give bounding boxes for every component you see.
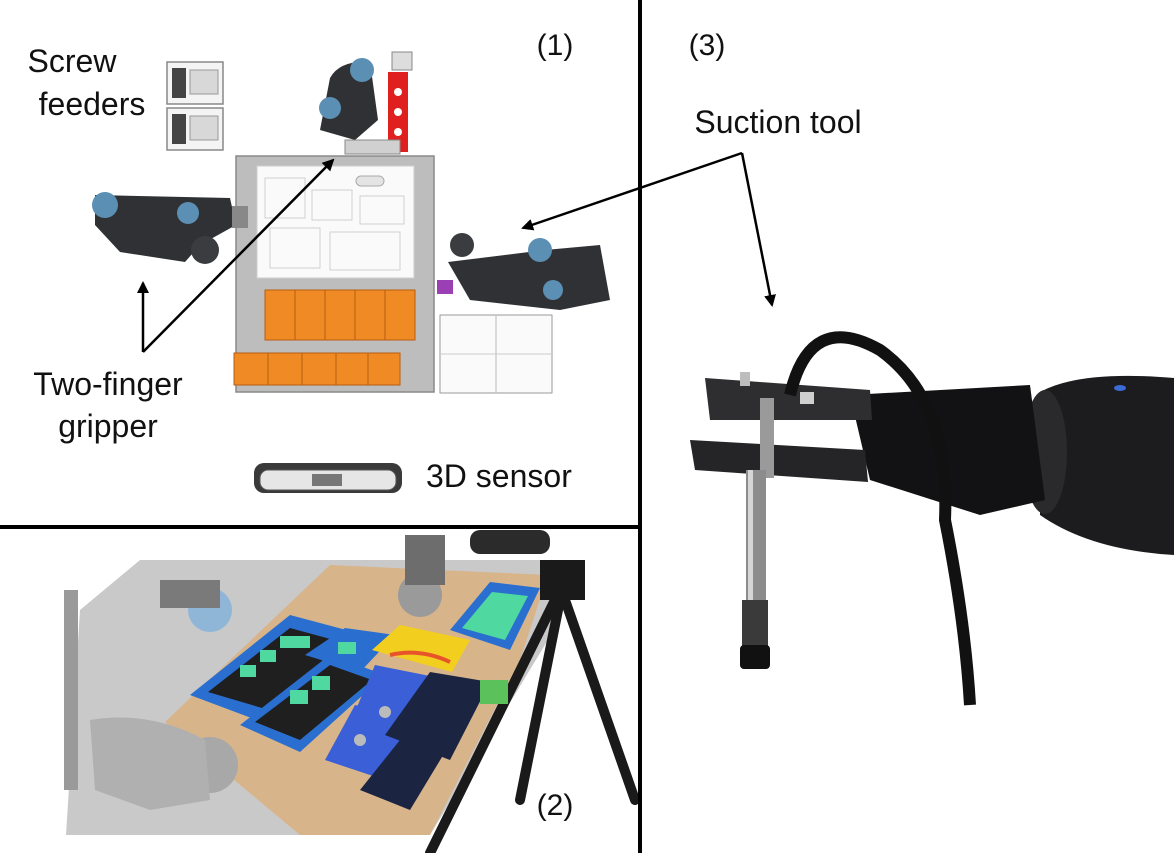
panel-photo: (2) (64, 530, 640, 858)
suction-tool-marker (437, 280, 453, 294)
label-two-finger-line1: Two-finger (33, 366, 183, 402)
panel-tag-3: (3) (689, 29, 726, 62)
photo-robot-arms (64, 535, 445, 810)
robot-wrist (1023, 375, 1174, 555)
feeder-rack (388, 51, 413, 152)
panel-tag-1: (1) (537, 29, 574, 62)
vacuum-hose (784, 331, 976, 706)
dark-parts-trays (360, 672, 490, 810)
label-suction-tool: Suction tool (694, 104, 861, 140)
robot-arm-top (319, 58, 401, 155)
tray-blue-1 (190, 615, 365, 722)
3d-sensor (254, 463, 402, 493)
robot-arm-right (437, 233, 610, 310)
label-screw-feeders-line1: Screw (28, 43, 118, 79)
label-screw-feeders-line2: feeders (39, 86, 146, 122)
tray-blue-3 (450, 582, 540, 650)
parts-bins (233, 289, 416, 386)
arrow-to-photo-suction (740, 152, 776, 307)
label-two-finger-line2: gripper (58, 408, 158, 444)
arrow-to-top-gripper (142, 158, 335, 353)
suction-rod (740, 470, 770, 669)
robot-arm-left (92, 192, 248, 264)
panel-tool: (3) Suction tool (521, 29, 1174, 706)
arrow-to-layout-suction (521, 151, 743, 231)
tray-blue-2 (240, 655, 385, 752)
screw-feeder-units (166, 61, 224, 151)
gripper-body (690, 372, 1045, 515)
assembly-board (256, 165, 415, 279)
panel-tag-2: (2) (537, 789, 574, 822)
tripod (425, 530, 640, 858)
panel-layout: Screw feeders Two-finger gripper 3D sens… (28, 29, 610, 494)
trays-right (439, 314, 553, 394)
label-3d-sensor: 3D sensor (426, 458, 572, 494)
tray-blue-4 (305, 628, 395, 672)
